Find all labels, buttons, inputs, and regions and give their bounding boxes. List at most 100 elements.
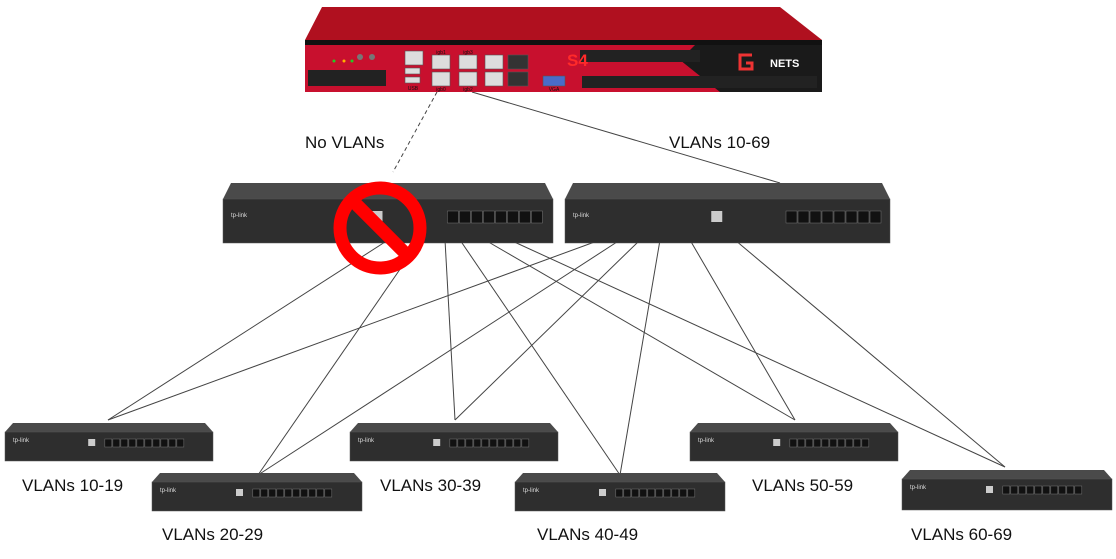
access-switch-20-29: tp-link <box>151 473 363 512</box>
port-label-igb1: igb1 <box>436 50 446 56</box>
port <box>821 438 830 448</box>
link-firewall-core2 <box>471 91 781 184</box>
port <box>1042 485 1051 495</box>
link-core1-access1 <box>107 241 386 421</box>
link-core2-access6 <box>734 239 1006 468</box>
console-port <box>236 489 243 496</box>
port <box>300 488 309 498</box>
console-port <box>88 439 96 446</box>
access-switch-label: VLANs 30-39 <box>380 476 482 495</box>
firewall-model-label: S4 <box>567 51 588 70</box>
port <box>821 210 834 224</box>
access-switch-50-59: tp-link <box>689 423 899 462</box>
port <box>104 438 113 448</box>
firewall-brand-label: NETS <box>770 58 799 70</box>
port <box>623 488 632 498</box>
port <box>785 210 798 224</box>
tp-link-logo: tp-link <box>523 488 540 494</box>
port <box>663 488 672 498</box>
port <box>869 210 882 224</box>
port <box>292 488 301 498</box>
port <box>861 438 870 448</box>
prohibited-icon <box>333 181 427 275</box>
port <box>1010 485 1019 495</box>
port <box>789 438 798 448</box>
port <box>813 438 822 448</box>
port <box>1050 485 1059 495</box>
tp-link-logo: tp-link <box>910 485 927 491</box>
port <box>144 438 153 448</box>
port-label-usb: USB <box>408 86 419 92</box>
link-core2-access3 <box>454 239 641 421</box>
port <box>853 438 862 448</box>
port <box>809 210 822 224</box>
port <box>1018 485 1027 495</box>
link-core1-access3 <box>444 239 456 421</box>
port <box>449 438 458 448</box>
port <box>481 438 490 448</box>
port <box>284 488 293 498</box>
port <box>615 488 624 498</box>
port-label-igb3: igb3 <box>463 50 473 56</box>
link-core2-access5 <box>689 239 796 421</box>
port <box>507 210 519 224</box>
port <box>465 438 474 448</box>
port <box>483 210 495 224</box>
port <box>308 488 317 498</box>
port-label-igb2: igb2 <box>463 87 473 93</box>
port <box>833 210 846 224</box>
port <box>829 438 838 448</box>
tp-link-logo: tp-link <box>160 488 177 494</box>
access-switch-30-39: tp-link <box>349 423 559 462</box>
link-core1-access2 <box>257 261 406 476</box>
port <box>631 488 640 498</box>
port <box>531 210 543 224</box>
access-switch-10-19: tp-link <box>4 423 214 462</box>
port <box>128 438 137 448</box>
firewall-appliance: igb0 igb1 igb2 igb3 USB VGA S4 NETS <box>305 7 822 93</box>
port <box>1066 485 1075 495</box>
port <box>519 210 531 224</box>
port <box>513 438 522 448</box>
port <box>857 210 870 224</box>
port <box>671 488 680 498</box>
console-port <box>711 211 723 222</box>
port <box>495 210 507 224</box>
port <box>457 438 466 448</box>
port <box>459 210 471 224</box>
port <box>447 210 459 224</box>
tp-link-logo: tp-link <box>358 438 375 444</box>
link-core1-access5 <box>484 239 796 421</box>
port <box>837 438 846 448</box>
port <box>120 438 129 448</box>
port-label-igb0: igb0 <box>436 87 446 93</box>
port <box>276 488 285 498</box>
port <box>639 488 648 498</box>
port <box>473 438 482 448</box>
port <box>316 488 325 498</box>
port <box>489 438 498 448</box>
port <box>521 438 530 448</box>
port <box>152 438 161 448</box>
access-switch-label: VLANs 10-19 <box>22 476 124 495</box>
link-core1-access4 <box>459 239 621 476</box>
port <box>252 488 261 498</box>
access-switch-label: VLANs 40-49 <box>537 525 639 544</box>
port <box>268 488 277 498</box>
tp-link-logo: tp-link <box>231 213 248 219</box>
uplink-label-no-vlans: No VLANs <box>305 133 385 152</box>
access-switch-label: VLANs 20-29 <box>162 525 264 544</box>
core-switch-2: tp-link <box>564 183 891 244</box>
link-firewall-core1 <box>392 91 438 173</box>
port <box>647 488 656 498</box>
access-switch-label: VLANs 60-69 <box>911 525 1013 544</box>
console-port <box>986 486 993 493</box>
port <box>324 488 333 498</box>
uplink-label-vlans: VLANs 10-69 <box>669 133 771 152</box>
tp-link-logo: tp-link <box>573 213 590 219</box>
console-port <box>599 489 606 496</box>
access-switch-60-69: tp-link <box>901 470 1113 511</box>
tp-link-logo: tp-link <box>13 438 30 444</box>
port <box>1034 485 1043 495</box>
